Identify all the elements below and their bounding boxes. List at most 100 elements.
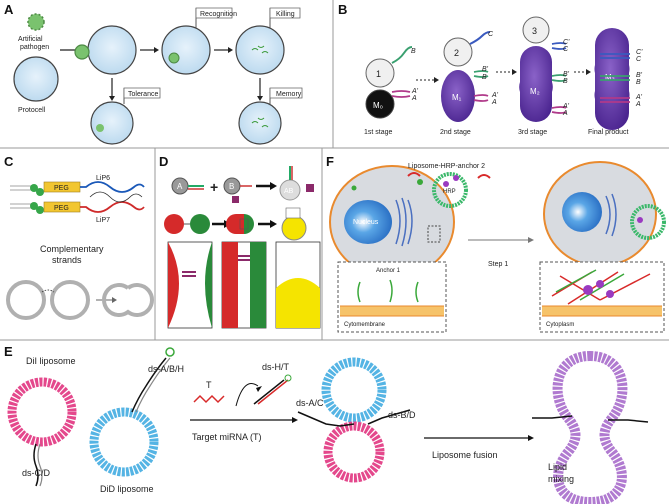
b-label-C1: C: [488, 31, 494, 38]
b-label-A1: A: [411, 95, 417, 102]
ds-bd-label: ds-B/D: [388, 410, 416, 420]
fused-yellow: [281, 215, 307, 241]
did-liposome: [89, 407, 159, 477]
b-label-Ap3: A': [562, 103, 570, 110]
ds-abh-label: ds-A/B/H: [148, 364, 184, 374]
panel-c-letter: C: [4, 154, 14, 169]
cell-m1: [441, 70, 475, 122]
cytomembrane-label: Cytomembrane: [344, 322, 386, 328]
b-label-B3: B: [563, 78, 568, 85]
protocell-recognition: [161, 25, 211, 75]
ds-ht-label: ds-H/T: [262, 362, 290, 372]
cell-3: [522, 16, 550, 44]
protocell-tolerance: [90, 101, 134, 145]
b-label-Bp2: B': [563, 71, 570, 78]
panel-f-letter: F: [326, 154, 334, 169]
lipid-label-2: mixing: [548, 474, 574, 484]
panel-a-letter: A: [4, 2, 14, 17]
target-label: Target miRNA (T): [192, 432, 262, 442]
t-label: T: [206, 380, 212, 390]
pathogen-contact-icon: [74, 44, 90, 60]
stage-1-label: 1st stage: [364, 129, 393, 136]
lip7-label: LiP7: [96, 217, 110, 224]
nucleus-left: [344, 200, 392, 244]
final-label: Final product: [588, 129, 629, 136]
step1-label: Step 1: [488, 261, 508, 268]
label-recognition: Recognition: [200, 11, 237, 18]
panel-b: B 1 M₀ B A' A 1st stage 2 M₁ C B' B A' A…: [338, 2, 643, 136]
memory-flag: [269, 87, 303, 99]
b-label-Cp1: C': [563, 39, 570, 46]
b-label-C3: C: [636, 56, 642, 63]
b-label-Ap4: A': [635, 94, 643, 101]
lip6-label: LiP6: [96, 175, 110, 182]
protocell-contact: [87, 25, 137, 75]
zoom-box-right: [539, 261, 665, 333]
cell-m2: [519, 46, 553, 122]
stage-2-label: 2nd stage: [440, 129, 471, 136]
cell-1: [365, 58, 395, 88]
liposome-hrp: [432, 172, 468, 208]
dna-helix-red: [80, 201, 145, 213]
tolerance-flag: [123, 87, 161, 99]
did-label: DiD liposome: [100, 484, 154, 494]
b-label-B: B: [411, 48, 416, 55]
dna-helix-blue: [80, 181, 145, 193]
killing-flag: [269, 7, 301, 19]
plus-sign: +: [210, 179, 218, 195]
b-label-A4: A: [635, 101, 641, 108]
anchor1-label: Anchor 1: [376, 268, 401, 274]
cell-3-num: 3: [532, 26, 537, 36]
particle-ab-label: AB: [284, 188, 294, 195]
cytoplasm-label: Cytoplasm: [546, 322, 574, 328]
panel-d: D A + B AB: [159, 154, 321, 329]
particle-a-label: A: [177, 182, 183, 191]
cell-m3-label: M₃: [605, 73, 615, 82]
b-label-Ap1: A': [411, 88, 419, 95]
cell-m2-label: M₂: [530, 87, 540, 96]
cell-m0-label: M₀: [373, 101, 383, 110]
hrp-label: HRP: [443, 189, 456, 195]
protocell-killing: [235, 25, 285, 75]
stage-3-label: 3rd stage: [518, 129, 547, 136]
b-label-Bp3: B': [636, 72, 643, 79]
panel-b-letter: B: [338, 2, 347, 17]
b-label-Ap2: A': [491, 92, 499, 99]
liposome-hrp-docked: [630, 204, 666, 240]
protocell-icon: [13, 56, 59, 102]
cell-m1-label: M₁: [452, 93, 462, 102]
cell-m0: [365, 89, 395, 119]
panel-d-letter: D: [159, 154, 168, 169]
cell-1-num: 1: [376, 69, 381, 79]
protocell-memory: [238, 101, 282, 145]
label-artificial: Artificial: [18, 36, 43, 43]
b-label-B4: B: [636, 79, 641, 86]
fused-liposome: [102, 283, 154, 317]
complementary-label-2: strands: [52, 255, 82, 265]
b-label-Bp1: B': [482, 66, 489, 73]
b-label-C2: C: [563, 46, 569, 53]
pathogen-icon: [27, 13, 45, 31]
dil-label: DiI liposome: [26, 356, 76, 366]
recognition-flag: [195, 7, 233, 19]
panel-a: A Artificial pathogen Protocell Recognit…: [4, 2, 303, 145]
liposome-left: [6, 280, 46, 320]
liposome-hrp-label: Liposome-HRP-anchor 2: [408, 163, 485, 170]
peg-label-2: PEG: [54, 205, 69, 212]
panel-e: E DiI liposome ds-C/D ds-A/B/H DiD lipos…: [4, 344, 649, 504]
cell-2-num: 2: [454, 48, 459, 58]
label-memory: Memory: [276, 91, 302, 98]
mirna-strand: [193, 394, 225, 404]
complementary-label-1: Complementary: [40, 244, 104, 254]
label-killing: Killing: [276, 11, 295, 18]
did-liposome-docked: [321, 357, 387, 423]
panel-e-letter: E: [4, 344, 13, 359]
label-protocell: Protocell: [18, 107, 46, 114]
cell-2: [443, 37, 473, 67]
particle-b-label: B: [229, 182, 234, 191]
label-tolerance: Tolerance: [128, 91, 158, 98]
dil-liposome-docked: [323, 421, 385, 483]
peg-label-1: PEG: [54, 185, 69, 192]
